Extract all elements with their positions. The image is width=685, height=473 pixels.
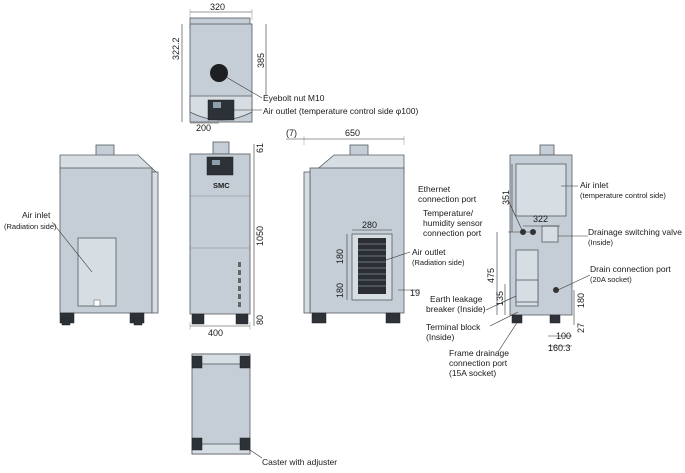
- dim-side-port-h1: 180: [335, 249, 345, 264]
- label-air-outlet-side-sub: (Radiation side): [412, 258, 465, 267]
- label-air-inlet-right: Air inlet: [580, 180, 609, 190]
- label-temp-2: humidity sensor: [423, 218, 483, 228]
- label-caster: Caster with adjuster: [262, 457, 337, 467]
- label-frame-2: connection port: [449, 358, 508, 368]
- dim-top-eyebolt: 385: [256, 53, 266, 68]
- label-terminal-1: Terminal block: [426, 322, 481, 332]
- label-terminal-2: (Inside): [426, 332, 455, 342]
- label-frame-3: (15A socket): [449, 368, 496, 378]
- label-drainage-1: Drainage switching valve: [588, 227, 682, 237]
- dim-rear-height: 475: [486, 268, 496, 283]
- label-air-outlet-top: Air outlet (temperature control side φ10…: [263, 106, 418, 116]
- dim-rear-inlet-width: 322: [533, 214, 548, 224]
- label-air-inlet-right-sub: (temperature control side): [580, 191, 666, 200]
- dim-front-top: 61: [255, 143, 265, 153]
- dim-rear-port-height: 135: [495, 291, 505, 306]
- svg-text:SMC: SMC: [213, 181, 230, 190]
- dim-side-offset: (7): [286, 128, 297, 138]
- label-ethernet-1: Ethernet: [418, 184, 451, 194]
- top-view: 320 322.2 385 200 Eyebolt nut M10 Air ou…: [171, 2, 418, 133]
- label-earth-2: breaker (Inside): [426, 304, 486, 314]
- dim-side-width: 650: [345, 128, 360, 138]
- label-drain-2: (20A socket): [590, 275, 632, 284]
- right-side-view: (7) 650 280 180 180 19 Air outlet (Radia…: [286, 128, 465, 324]
- label-air-outlet-side: Air outlet: [412, 247, 446, 257]
- dim-front-height: 1050: [255, 226, 265, 246]
- label-ethernet-2: connection port: [418, 194, 477, 204]
- label-drain-1: Drain connection port: [590, 264, 671, 274]
- dim-top-depth: 322.2: [171, 37, 181, 60]
- label-earth-1: Earth leakage: [430, 294, 483, 304]
- dim-rear-bottom: 27: [576, 323, 586, 333]
- dim-rear-drain-height: 180: [576, 293, 586, 308]
- bottom-view: Caster with adjuster: [191, 353, 337, 467]
- front-vent: [238, 262, 241, 307]
- label-frame-1: Frame drainage: [449, 348, 509, 358]
- label-drainage-2: (Inside): [588, 238, 614, 247]
- front-view: SMC 61 1050 80 400: [189, 141, 265, 338]
- label-temp-1: Temperature/: [423, 208, 474, 218]
- dim-front-width: 400: [208, 328, 223, 338]
- left-side-view: Air inlet (Radiation side): [4, 144, 159, 326]
- dim-side-right: 19: [410, 288, 420, 298]
- eyebolt-nut-mark: [210, 64, 228, 82]
- dim-rear-100: 100: [556, 331, 571, 341]
- label-eyebolt: Eyebolt nut M10: [263, 93, 325, 103]
- rear-view: 351 322 475 135 180 27 100 160.3 Etherne…: [418, 144, 682, 378]
- dim-rear-top: 351: [501, 190, 511, 205]
- label-air-inlet-left: Air inlet: [22, 210, 51, 220]
- label-air-inlet-left-sub: (Radiation side): [4, 222, 57, 231]
- side-air-outlet-grille: [358, 238, 386, 294]
- dim-top-outlet: 200: [196, 123, 211, 133]
- dim-side-port-width: 280: [362, 220, 377, 230]
- dim-front-bottom: 80: [255, 315, 265, 325]
- dim-rear-160: 160.3: [548, 343, 571, 353]
- label-temp-3: connection port: [423, 228, 482, 238]
- dim-side-port-h2: 180: [335, 283, 345, 298]
- dim-top-width: 320: [210, 2, 225, 12]
